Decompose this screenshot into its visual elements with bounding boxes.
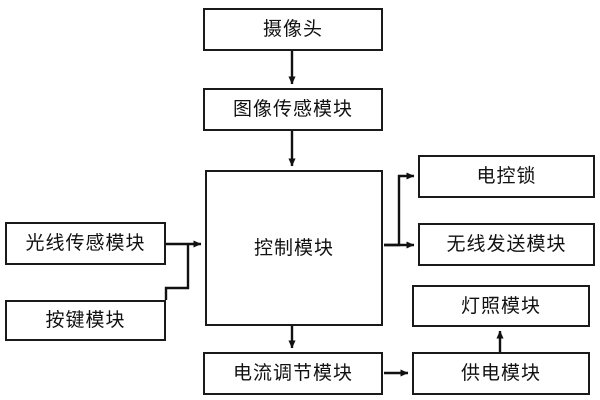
node-camera[interactable]: 摄像头 (203, 8, 383, 51)
node-camera-label: 摄像头 (262, 18, 323, 40)
node-electric-lock[interactable]: 电控锁 (418, 155, 595, 198)
node-current-reg-label: 电流调节模块 (232, 362, 353, 384)
node-image-sensor-label: 图像传感模块 (232, 98, 353, 120)
node-lamp-module[interactable]: 灯照模块 (412, 285, 590, 327)
node-image-sensor[interactable]: 图像传感模块 (203, 88, 383, 131)
node-current-reg[interactable]: 电流调节模块 (203, 352, 383, 395)
node-power-module-label: 供电模块 (460, 362, 541, 384)
node-wireless-tx[interactable]: 无线发送模块 (418, 223, 595, 266)
node-key-module-label: 按键模块 (45, 309, 126, 331)
node-controller-label: 控制模块 (253, 236, 334, 259)
node-electric-lock-label: 电控锁 (476, 165, 537, 187)
node-power-module[interactable]: 供电模块 (412, 352, 590, 395)
edge-key-module-to-controller (164, 244, 190, 300)
node-controller[interactable]: 控制模块 (205, 170, 383, 326)
node-light-sensor[interactable]: 光线传感模块 (5, 222, 166, 265)
node-lamp-module-label: 灯照模块 (460, 294, 541, 317)
edge-controller-to-electric-lock (384, 172, 415, 247)
node-light-sensor-label: 光线传感模块 (25, 232, 146, 254)
node-wireless-tx-label: 无线发送模块 (446, 233, 567, 255)
node-key-module[interactable]: 按键模块 (5, 300, 166, 341)
